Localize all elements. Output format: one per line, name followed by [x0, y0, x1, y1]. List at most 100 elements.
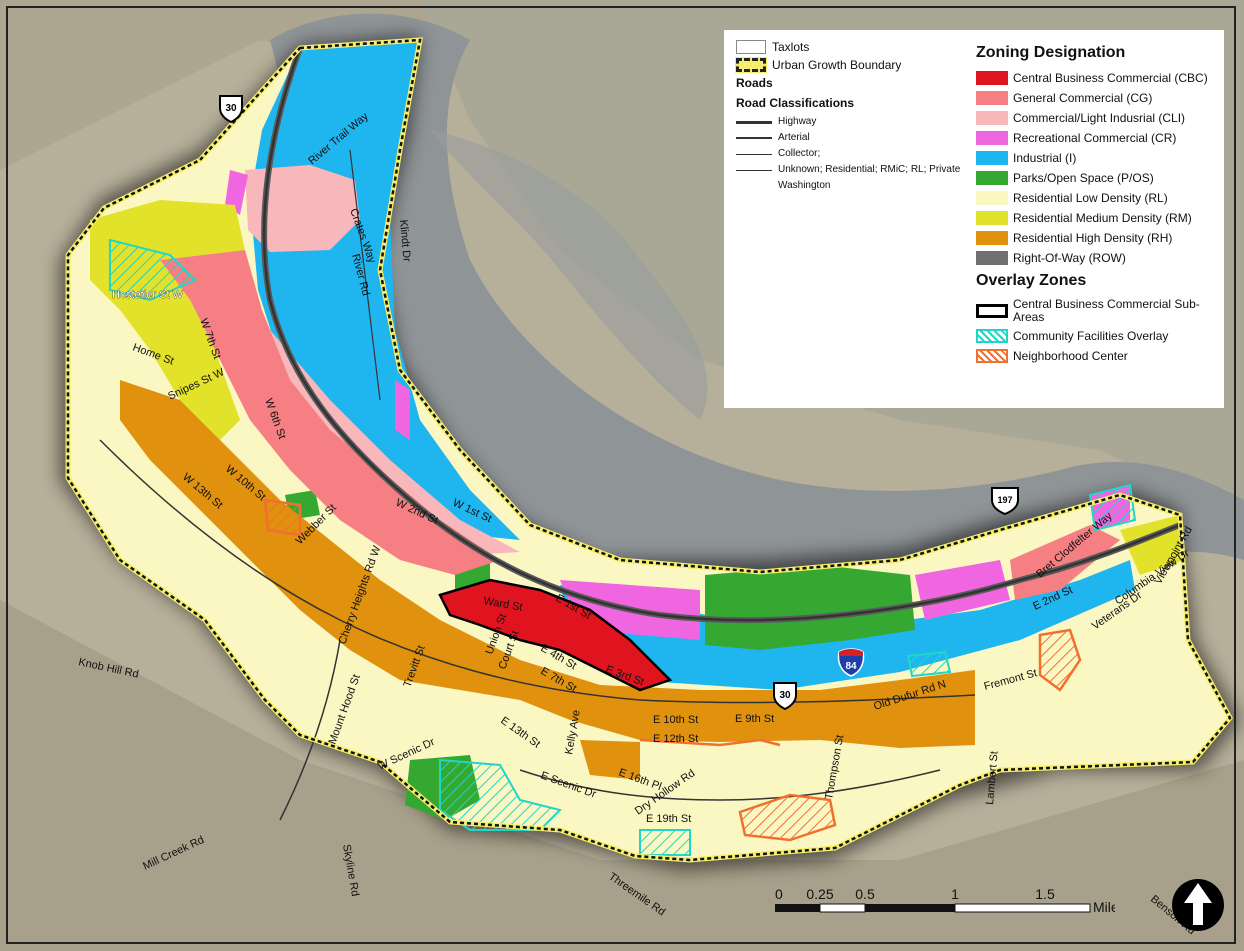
us-route-shield: 197 — [991, 487, 1019, 516]
zone-swatch — [976, 91, 1008, 105]
legend-right-column: Zoning Designation Central Business Comm… — [976, 40, 1221, 368]
zone-legend-row: Right-Of-Way (ROW) — [976, 250, 1221, 266]
us-route-shield: 30 — [219, 95, 243, 124]
road-line-swatch — [736, 137, 772, 139]
road-class-label: Highway — [778, 116, 817, 127]
neighborhood-center-overlay[interactable] — [738, 793, 837, 842]
community-facilities-overlay[interactable] — [439, 758, 562, 831]
legend-row-taxlots: Taxlots — [736, 40, 966, 54]
street-label: E 9th St — [735, 713, 774, 725]
scale-segment — [819, 903, 866, 913]
overlay-label: Central Business Commercial Sub-Areas — [1013, 297, 1200, 324]
street-label: Lambert St — [984, 751, 1001, 806]
scale-tick-label: 0 — [775, 886, 783, 902]
scale-tick-label: 0.5 — [855, 886, 875, 902]
arterial-line — [279, 639, 341, 821]
zone-label: Parks/Open Space (P/OS) — [1013, 170, 1154, 185]
zone-general-commercial[interactable] — [160, 250, 500, 575]
zone-label: Recreational Commercial (CR) — [1013, 130, 1177, 145]
columbia-river — [270, 13, 1244, 599]
shield-label: 30 — [225, 103, 237, 114]
zoning-heading: Zoning Designation — [976, 44, 1126, 61]
zone-swatch — [976, 71, 1008, 85]
road-line-swatch — [736, 153, 772, 155]
neighborhood-center-overlay[interactable] — [639, 738, 781, 747]
arterial-line — [99, 439, 976, 704]
zone-label: Residential Low Density (RL) — [1013, 190, 1168, 205]
zone-general-commercial[interactable] — [1010, 525, 1120, 600]
zone-swatch — [976, 131, 1008, 145]
map-legend: Taxlots Urban Growth Boundary Roads Road… — [724, 30, 1224, 408]
road-class-label: Arterial — [778, 132, 810, 143]
north-arrow-icon — [1172, 879, 1224, 931]
street-label: Klindt Dr — [397, 219, 413, 262]
zone-recreational[interactable] — [395, 380, 410, 440]
roads-heading: Roads — [736, 76, 773, 90]
neighborhood-center-overlay[interactable] — [263, 498, 302, 537]
zone-parks[interactable] — [705, 565, 915, 650]
zone-residential-high[interactable] — [580, 740, 640, 780]
street-label: E 19th St — [646, 813, 691, 825]
zone-list: Central Business Commercial (CBC) General… — [976, 70, 1221, 266]
zone-legend-row: Commercial/Light Indusrial (CLI) — [976, 110, 1221, 126]
legend-label: Urban Growth Boundary — [772, 58, 902, 72]
ugb-swatch — [735, 57, 767, 73]
zone-recreational[interactable] — [225, 170, 248, 215]
scale-tick-label: 1.5 — [1035, 886, 1055, 902]
zone-label: General Commercial (CG) — [1013, 90, 1153, 105]
zone-swatch — [976, 171, 1008, 185]
river-branch — [430, 130, 708, 420]
community-facilities-overlay[interactable] — [109, 238, 197, 302]
road-class-row: Unknown; Residential; RMiC; RL; Private — [736, 164, 966, 176]
zone-label: Right-Of-Way (ROW) — [1013, 250, 1126, 265]
neighborhood-center-overlay[interactable] — [1038, 628, 1082, 692]
scale-unit: Miles — [1093, 899, 1115, 915]
street-label: Hostetler St W — [112, 289, 184, 301]
road-line-swatch — [736, 169, 772, 171]
shield-label: 84 — [845, 661, 857, 672]
zone-label: Residential High Density (RH) — [1013, 230, 1173, 245]
scale-tick-label: 1 — [951, 886, 959, 902]
overlay-legend-row: Community Facilities Overlay — [976, 328, 1221, 344]
road-class-label: Unknown; Residential; RMiC; RL; Private — [778, 164, 961, 175]
zone-legend-row: Parks/Open Space (P/OS) — [976, 170, 1221, 186]
zone-label: Industrial (I) — [1013, 150, 1077, 165]
interstate-shield: 84 — [837, 648, 865, 677]
overlay-label: Neighborhood Center — [1013, 348, 1128, 363]
community-facilities-overlay[interactable] — [906, 650, 952, 678]
zone-legend-row: General Commercial (CG) — [976, 90, 1221, 106]
zone-cbc[interactable] — [438, 578, 673, 692]
zone-swatch — [976, 211, 1008, 225]
zone-legend-row: Residential Low Density (RL) — [976, 190, 1221, 206]
zone-legend-row: Central Business Commercial (CBC) — [976, 70, 1221, 86]
overlay-swatch — [976, 349, 1008, 363]
legend-label: Taxlots — [772, 40, 810, 54]
road-class-row: Arterial — [736, 132, 966, 144]
legend-left-column: Taxlots Urban Growth Boundary Roads Road… — [735, 40, 966, 192]
zone-cli[interactable] — [245, 165, 360, 252]
zone-residential-high[interactable] — [120, 380, 975, 748]
zone-swatch — [976, 191, 1008, 205]
street-label: E 12th St — [653, 733, 698, 745]
zone-swatch — [976, 111, 1008, 125]
zone-label: Residential Medium Density (RM) — [1013, 210, 1192, 225]
zone-legend-row: Residential Medium Density (RM) — [976, 210, 1221, 226]
community-facilities-overlay[interactable] — [639, 829, 691, 856]
washington-label: Washington — [778, 180, 831, 191]
arterial-line — [349, 149, 381, 401]
street-label: E 10th St — [653, 714, 698, 726]
scale-tick-label: 0.25 — [806, 886, 833, 902]
scale-bar: 0 0.25 0.5 1 1.5 Miles — [775, 886, 1115, 915]
road-class-label: Collector; — [778, 148, 821, 159]
road-class-row: Highway — [736, 116, 966, 128]
zone-swatch — [976, 251, 1008, 265]
highway-line — [262, 47, 1181, 622]
zone-swatch — [976, 231, 1008, 245]
urban-growth-boundary-dash — [66, 38, 1232, 862]
zone-recreational[interactable] — [915, 560, 1010, 620]
taxlot-swatch — [736, 40, 766, 54]
us-route-shield: 30 — [773, 682, 797, 711]
overlay-heading: Overlay Zones — [976, 272, 1087, 289]
